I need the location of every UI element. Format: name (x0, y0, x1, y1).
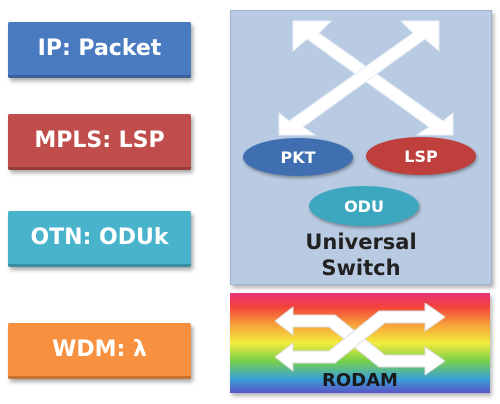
universal-switch-label: Universal Switch (231, 229, 491, 281)
layer-box-wdm: WDM: λ (8, 323, 191, 379)
layer-label-mpls: MPLS: LSP (34, 128, 165, 153)
layer-label-wdm: WDM: λ (52, 337, 147, 362)
universal-switch-label-line1: Universal (305, 230, 417, 254)
odu-label: ODU (344, 196, 384, 216)
rodam-panel: RODAM (230, 293, 490, 393)
universal-switch-panel: PKT LSP ODU Universal Switch (230, 10, 492, 285)
layer-box-ip: IP: Packet (8, 22, 191, 78)
layer-box-otn: OTN: ODUk (8, 211, 191, 267)
pkt-oval: PKT (243, 138, 353, 176)
lsp-label: LSP (404, 146, 438, 166)
layer-label-otn: OTN: ODUk (30, 225, 169, 250)
crossing-double-arrows-icon (275, 303, 445, 375)
odu-oval: ODU (309, 186, 419, 226)
layer-label-ip: IP: Packet (37, 36, 162, 61)
universal-switch-label-line2: Switch (321, 256, 401, 280)
rodam-label: RODAM (322, 370, 398, 391)
pkt-label: PKT (280, 147, 316, 167)
layer-box-mpls: MPLS: LSP (8, 114, 191, 170)
crossed-four-way-arrows-icon (278, 20, 454, 136)
lsp-oval: LSP (366, 137, 476, 175)
